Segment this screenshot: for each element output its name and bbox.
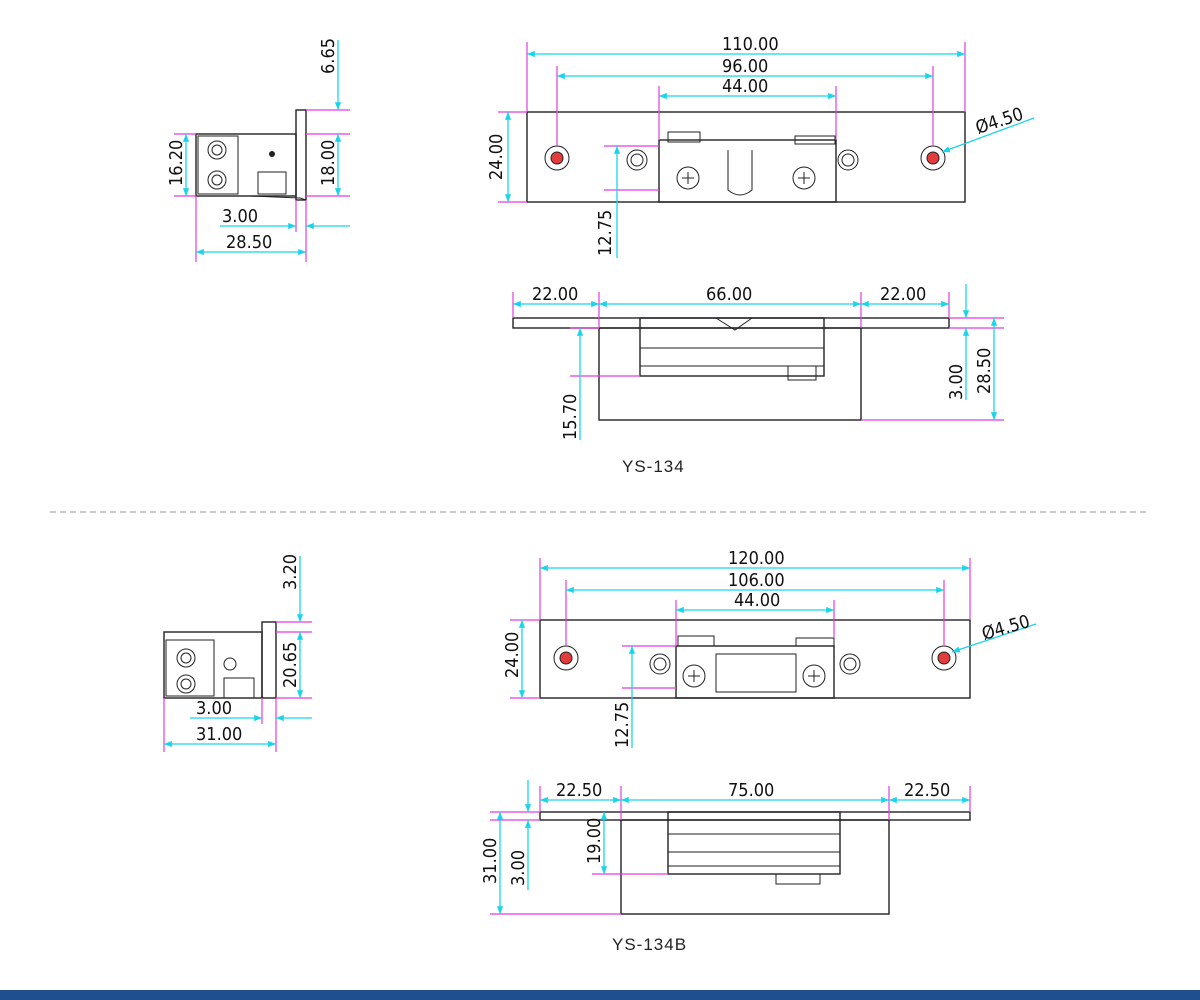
ys134b-side-depth: 31.00 bbox=[196, 724, 242, 745]
ys134b-front-hole-dia: Ø4.50 bbox=[980, 611, 1033, 645]
ys134b-front-holes: 106.00 bbox=[728, 570, 785, 591]
ys134b-front-offset: 12.75 bbox=[612, 702, 633, 748]
ys134b-side-top: 3.20 bbox=[280, 554, 301, 590]
ys134-side-plate: 3.00 bbox=[222, 206, 258, 227]
ys134b-side-height: 20.65 bbox=[280, 642, 301, 688]
ys134b-bottom-total: 31.00 bbox=[480, 838, 501, 884]
ys134b-side-view: 3.20 20.65 3.00 31.00 bbox=[163, 554, 312, 752]
ys134-bottom-plate: 3.00 bbox=[946, 364, 967, 400]
ys134-front-center: 44.00 bbox=[722, 76, 768, 97]
ys134-side-height: 18.00 bbox=[318, 140, 339, 186]
ys134-front-length: 110.00 bbox=[722, 34, 779, 55]
ys134-front-hole-dia: Ø4.50 bbox=[973, 104, 1026, 139]
ys134b-front-center: 44.00 bbox=[734, 590, 780, 611]
ys134b-bottom-depth: 19.00 bbox=[584, 818, 605, 864]
ys134-bottom-depth: 15.70 bbox=[560, 394, 581, 440]
ys134-side-top: 6.65 bbox=[318, 38, 339, 74]
ys134b-bottom-right: 22.50 bbox=[904, 780, 950, 801]
ys134b-front-height: 24.00 bbox=[502, 632, 523, 678]
ys134-front-offset: 12.75 bbox=[595, 210, 616, 256]
ys134b-bottom-view: 22.50 75.00 22.50 31.00 3.00 19.00 bbox=[480, 780, 971, 915]
ys134-bottom-view: 22.00 66.00 22.00 15.70 3.00 28.50 bbox=[512, 284, 1004, 440]
ys134-front-height: 24.00 bbox=[486, 134, 507, 180]
ys134-side-view: 16.20 18.00 6.65 3.00 28.50 bbox=[166, 38, 350, 262]
ys134-bottom-middle: 66.00 bbox=[706, 284, 752, 305]
ys134-side-depth: 28.50 bbox=[226, 232, 272, 253]
ys134b-bottom-plate: 3.00 bbox=[508, 850, 529, 886]
footer-bar bbox=[0, 990, 1200, 1000]
ys134-side-body: 16.20 bbox=[166, 140, 187, 186]
ys134-front-view: 110.00 96.00 44.00 Ø4.50 24.00 12.75 bbox=[486, 34, 1035, 258]
ys134-bottom-left: 22.00 bbox=[532, 284, 578, 305]
ys134b-caption: YS-134B bbox=[612, 935, 687, 954]
ys134-caption: YS-134 bbox=[622, 457, 685, 476]
ys134-front-holes: 96.00 bbox=[722, 56, 768, 77]
ys134b-front-length: 120.00 bbox=[728, 548, 785, 569]
ys134b-front-view: 120.00 106.00 44.00 Ø4.50 24.00 12.75 bbox=[502, 548, 1037, 748]
ys134b-bottom-left: 22.50 bbox=[556, 780, 602, 801]
ys134-bottom-total: 28.50 bbox=[974, 348, 995, 394]
ys134b-side-plate: 3.00 bbox=[196, 698, 232, 719]
ys134b-bottom-middle: 75.00 bbox=[728, 780, 774, 801]
ys134-bottom-right: 22.00 bbox=[880, 284, 926, 305]
